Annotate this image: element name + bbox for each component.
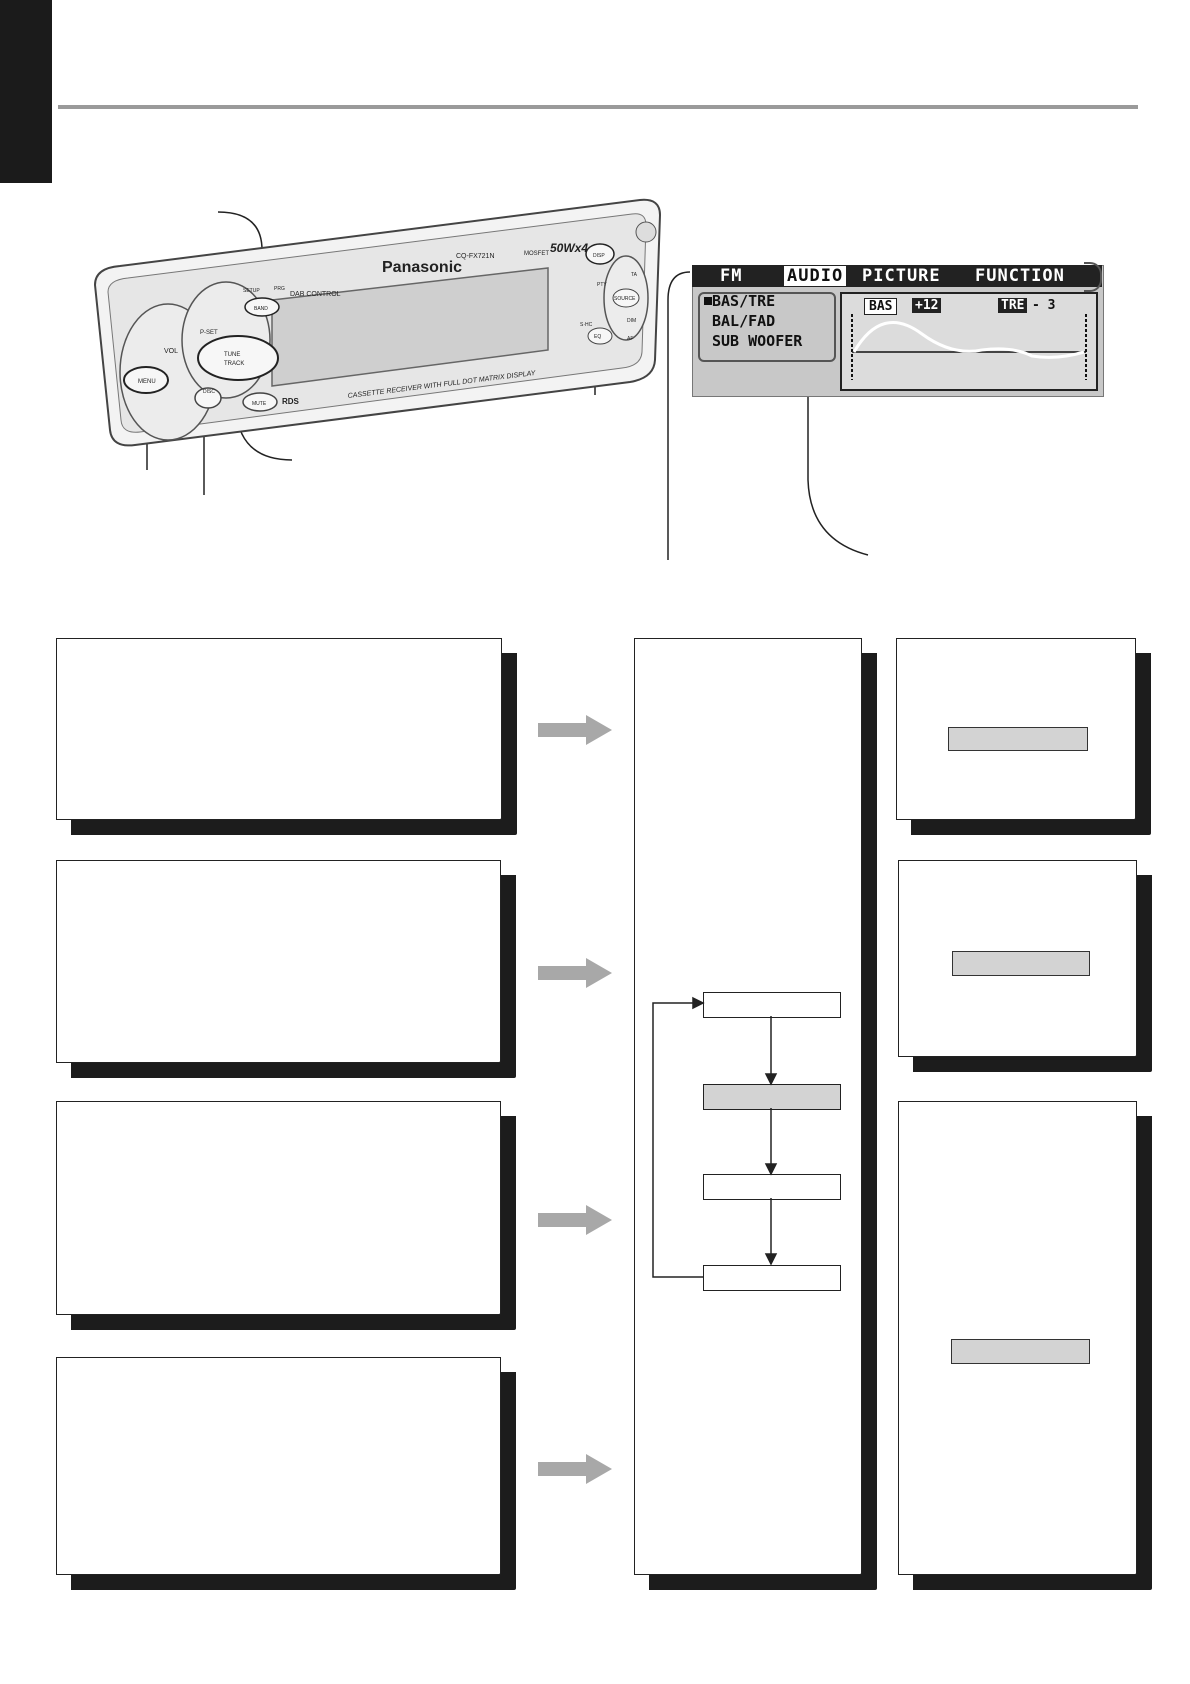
af-label: AF bbox=[627, 336, 633, 342]
source-button bbox=[612, 288, 640, 308]
mute-label: MUTE bbox=[252, 401, 267, 407]
step-box-1 bbox=[56, 638, 502, 820]
flow-arrows bbox=[652, 996, 778, 1278]
lcd-tab-outline bbox=[1084, 262, 1102, 292]
lcd-menu-highlight bbox=[698, 292, 836, 362]
step-box-3 bbox=[56, 1101, 501, 1315]
lcd-tab-fm: FM bbox=[720, 266, 743, 286]
disp-button bbox=[585, 243, 615, 265]
menu-button bbox=[123, 366, 169, 394]
pty-label: PTY bbox=[597, 282, 607, 288]
eq-button bbox=[587, 327, 613, 345]
step-box-2 bbox=[56, 860, 501, 1063]
header-rule bbox=[58, 105, 1138, 109]
flow-step-2 bbox=[703, 1084, 841, 1110]
bass-value: +12 bbox=[912, 298, 942, 313]
detach-knob bbox=[635, 221, 657, 243]
callout-lcd-menu bbox=[807, 372, 869, 556]
step-arrow-1 bbox=[538, 715, 612, 745]
pset-label: P-SET bbox=[200, 330, 218, 336]
flow-step-4 bbox=[703, 1265, 841, 1291]
treble-label: TRE bbox=[998, 298, 1028, 313]
disc-button bbox=[194, 387, 222, 409]
source-label: SOURCE bbox=[614, 296, 636, 302]
dab-control-label: DAB CONTROL bbox=[290, 291, 341, 298]
lcd-tab-picture: PICTURE bbox=[862, 266, 941, 286]
dim-label: DIM bbox=[627, 318, 636, 324]
lcd-menu-item: BAS/TRE bbox=[712, 292, 776, 310]
result-field-3 bbox=[951, 1339, 1090, 1364]
prg-label: PRG bbox=[274, 286, 285, 292]
vol-label: VOL bbox=[164, 348, 178, 355]
callout-lcd-tab bbox=[667, 271, 691, 560]
eq-label: EQ bbox=[594, 334, 601, 340]
eq-curve bbox=[851, 314, 1087, 380]
step-box-4 bbox=[56, 1357, 501, 1575]
step-arrow-4 bbox=[538, 1454, 612, 1484]
eq-graph: BAS +12 TRE - 3 bbox=[840, 292, 1098, 391]
step-arrow-2 bbox=[538, 958, 612, 988]
shc-label: S·HC bbox=[580, 322, 593, 328]
flow-step-1 bbox=[703, 992, 841, 1018]
tune-label: TUNE bbox=[224, 352, 240, 358]
power-label: 50Wx4 bbox=[550, 241, 588, 255]
head-unit-illustration: Panasonic CQ-FX721N MOSFET 50Wx4 DAB CON… bbox=[93, 198, 869, 560]
treble-value: - 3 bbox=[1032, 298, 1056, 313]
tune-track-button bbox=[197, 335, 279, 381]
brand-logo: Panasonic bbox=[382, 259, 462, 276]
flow-step-3 bbox=[703, 1174, 841, 1200]
model-label: CQ-FX721N bbox=[456, 253, 495, 260]
setup-label: SETUP bbox=[243, 288, 260, 294]
mute-button bbox=[242, 392, 278, 412]
disc-label: DISC bbox=[203, 389, 215, 395]
lcd-tab-bar: FM AUDIO PICTURE FUNCTION bbox=[692, 265, 1102, 287]
track-label: TRACK bbox=[224, 361, 244, 367]
lcd-menu-item: BAL/FAD bbox=[712, 312, 776, 330]
bass-label: BAS bbox=[864, 298, 898, 315]
band-button bbox=[244, 297, 280, 317]
lcd-menu-item: SUB WOOFER bbox=[712, 332, 803, 350]
result-box-3 bbox=[898, 1101, 1137, 1575]
rds-logo: RDS bbox=[282, 397, 300, 406]
power-prefix: MOSFET bbox=[524, 251, 549, 257]
step-arrow-3 bbox=[538, 1205, 612, 1235]
band-label: BAND bbox=[254, 306, 268, 312]
lcd-menu-bullet bbox=[704, 297, 712, 305]
lcd-tab-function: FUNCTION bbox=[975, 266, 1065, 286]
result-field-1 bbox=[948, 727, 1088, 751]
section-tab bbox=[0, 0, 52, 183]
disp-label: DISP bbox=[593, 253, 605, 259]
lcd-tab-audio: AUDIO bbox=[784, 266, 847, 286]
menu-label: MENU bbox=[138, 379, 156, 385]
result-field-2 bbox=[952, 951, 1090, 976]
ta-label: TA bbox=[631, 272, 638, 278]
